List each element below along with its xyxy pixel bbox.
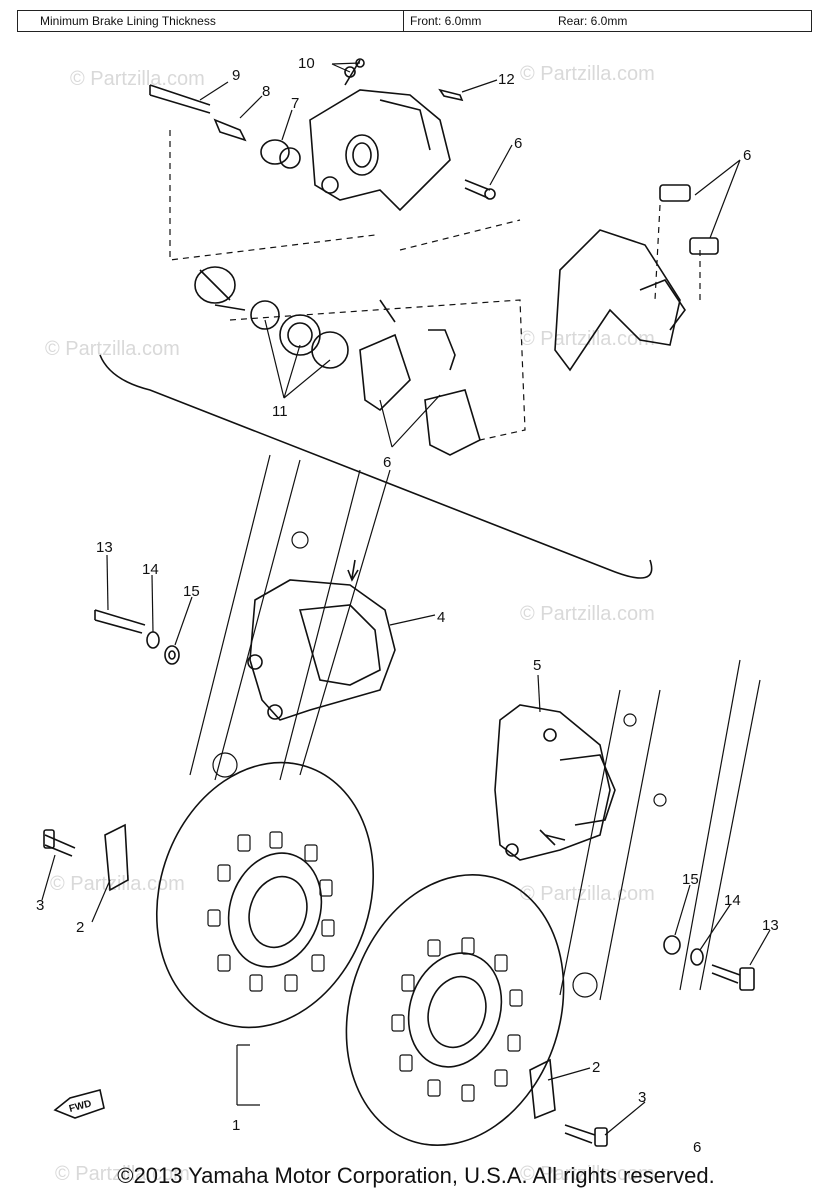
callout-labels: 1 2 2 3 3 4 5 6 6 6 6 7 8 9 10 11 12 13 … [36,55,779,1156]
callout-8: 8 [262,83,270,100]
callout-9: 9 [232,67,240,84]
watermark: © Partzilla.com [520,603,655,625]
callout-1: 1 [232,1117,240,1134]
brake-disc-right [345,874,565,1146]
callout-6: 6 [514,135,522,152]
callout-14: 14 [724,892,741,909]
callout-13: 13 [762,917,779,934]
spec-divider [403,11,404,31]
spec-rear: Rear: 6.0mm [558,14,628,28]
callout-6: 6 [693,1139,701,1156]
callout-3: 3 [36,897,44,914]
callout-13: 13 [96,539,113,556]
watermark: © Partzilla.com [520,63,655,85]
watermark: © Partzilla.com [45,338,180,360]
leader-lines [41,62,771,1136]
callout-4: 4 [437,609,445,626]
caliper-4 [247,559,396,721]
line-art [41,58,771,1147]
watermark: © Partzilla.com [520,328,655,350]
callout-7: 7 [291,95,299,112]
fork-legs [189,454,761,1001]
brake-spec-bar: Minimum Brake Lining Thickness Front: 6.… [17,10,812,32]
side-caliper-upper [554,184,719,372]
disc-fasteners [43,823,608,1147]
spec-front: Front: 6.0mm [410,14,482,28]
copyright-notice: ©2013 Yamaha Motor Corporation, U.S.A. A… [117,1163,715,1188]
watermark: © Partzilla.com [520,883,655,905]
upper-caliper-exploded [99,58,653,579]
callout-14: 14 [142,561,159,578]
callout-15: 15 [183,583,200,600]
brake-disc-left [155,761,375,1029]
callout-5: 5 [533,657,541,674]
fwd-arrow-icon [53,1089,105,1119]
watermark: © Partzilla.com [70,68,205,90]
watermark: © Partzilla.com [55,1163,190,1185]
callout-6: 6 [743,147,751,164]
callout-3: 3 [638,1089,646,1106]
watermark: © Partzilla.com [50,873,185,895]
callout-2: 2 [592,1059,600,1076]
callout-2: 2 [76,919,84,936]
spec-label: Minimum Brake Lining Thickness [40,14,216,28]
fastener-set-right [663,935,755,991]
callout-12: 12 [498,71,515,88]
caliper-5 [494,704,616,861]
callout-6: 6 [383,454,391,471]
callout-15: 15 [682,871,699,888]
watermark: © Partzilla.com [520,1163,655,1185]
watermark-layer: © Partzilla.com © Partzilla.com © Partzi… [45,63,655,1185]
callout-10: 10 [298,55,315,72]
callout-11: 11 [272,403,288,420]
fastener-set-left [94,609,180,665]
